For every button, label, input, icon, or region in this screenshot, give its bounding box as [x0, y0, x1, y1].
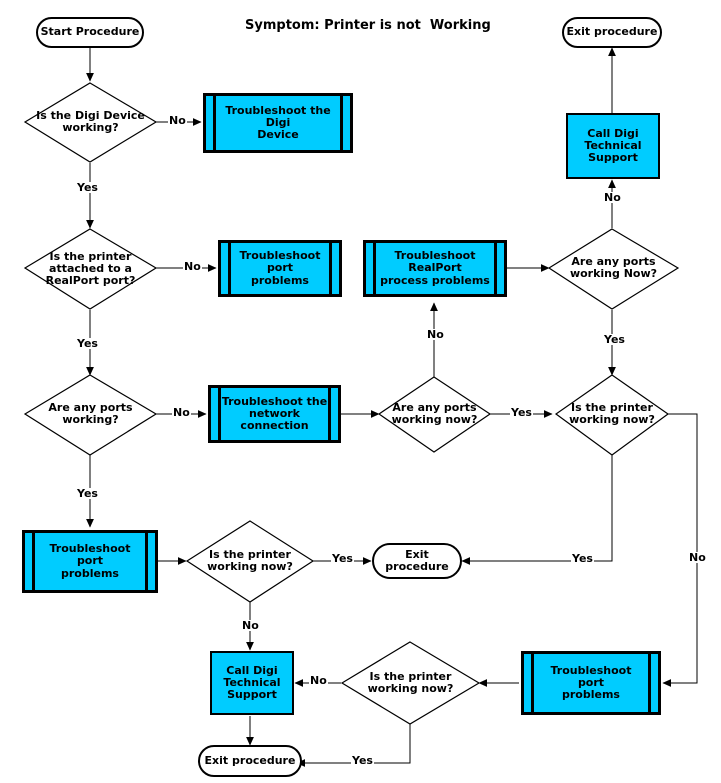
decision-printer-left-label: Is the printer working now? — [207, 547, 293, 573]
process-right-bar — [340, 96, 343, 150]
process-troubleshoot-digi-device-label: Troubleshoot the Digi Device — [225, 103, 331, 142]
process-left-bar — [373, 243, 376, 294]
edge-label-realport-no: No — [183, 260, 202, 273]
decision-ports-now-right[interactable]: Are any ports working Now? — [549, 246, 678, 290]
process-right-bar — [648, 654, 651, 712]
terminator-exit-middle-label: Exit procedure — [385, 547, 449, 573]
diamond-ports-now-mid — [377, 376, 492, 453]
decision-printer-bottom-label: Is the printer working now? — [367, 669, 454, 695]
decision-ports-now-right-label: Are any ports working Now? — [569, 254, 658, 280]
edge-label-ports-now-right-yes: Yes — [603, 333, 626, 346]
terminator-start[interactable]: Start Procedure — [36, 17, 144, 48]
process-right-bar — [145, 533, 148, 590]
process-troubleshoot-port-problems-left[interactable]: Troubleshoot port problems — [22, 530, 158, 593]
process-left-bar — [228, 243, 231, 294]
diamond-printer-right — [554, 374, 670, 456]
edge-label-ports-now-mid-no: No — [426, 328, 445, 341]
decision-printer-right[interactable]: Is the printer working now? — [556, 392, 668, 436]
decision-ports-working-label: Are any ports working? — [48, 400, 133, 426]
process-troubleshoot-digi-device[interactable]: Troubleshoot the Digi Device — [203, 93, 353, 153]
decision-printer-right-label: Is the printer working now? — [569, 400, 655, 426]
decision-ports-now-mid[interactable]: Are any ports working now? — [379, 392, 490, 436]
process-right-bar — [494, 243, 497, 294]
process-troubleshoot-port-problems-top-label: Troubleshoot port problems — [239, 249, 321, 287]
terminator-exit-bottom[interactable]: Exit procedure — [198, 745, 302, 777]
decision-digi-device-label: Is the Digi Device working? — [36, 108, 145, 134]
edge-label-realport-yes: Yes — [76, 337, 99, 350]
diamond-printer-left — [185, 520, 315, 603]
process-troubleshoot-realport-process-label: Troubleshoot RealPort process problems — [380, 249, 490, 287]
process-call-digi-support-top[interactable]: Call Digi Technical Support — [566, 113, 660, 179]
edge-printer-bottom-yes — [296, 724, 411, 767]
decision-ports-now-mid-label: Are any ports working now? — [391, 400, 478, 426]
process-right-bar — [328, 388, 331, 440]
process-troubleshoot-port-problems-bottom[interactable]: Troubleshoot port problems — [521, 651, 661, 715]
process-troubleshoot-port-problems-bottom-label: Troubleshoot port problems — [550, 663, 632, 702]
edge-printer-right-yes — [461, 455, 613, 565]
terminator-exit-middle[interactable]: Exit procedure — [372, 543, 462, 579]
decision-realport-label: Is the printer attached to a RealPort po… — [45, 249, 136, 288]
terminator-exit-bottom-label: Exit procedure — [204, 753, 296, 767]
diamond-ports-working — [23, 374, 158, 456]
process-troubleshoot-network-connection[interactable]: Troubleshoot the network connection — [208, 385, 341, 443]
process-call-digi-support-bottom-label: Call Digi Technical Support — [223, 663, 281, 702]
process-troubleshoot-port-problems-top[interactable]: Troubleshoot port problems — [218, 240, 342, 297]
decision-printer-bottom[interactable]: Is the printer working now? — [342, 661, 479, 705]
edge-label-ports-working-no: No — [172, 406, 191, 419]
process-troubleshoot-port-problems-left-label: Troubleshoot port problems — [49, 542, 131, 580]
decision-printer-left[interactable]: Is the printer working now? — [187, 539, 313, 583]
decision-realport[interactable]: Is the printer attached to a RealPort po… — [25, 243, 156, 295]
edge-label-printer-right-yes: Yes — [571, 552, 594, 565]
terminator-exit-top-right-label: Exit procedure — [566, 25, 658, 39]
process-left-bar — [32, 533, 35, 590]
terminator-start-label: Start Procedure — [40, 25, 140, 39]
process-left-bar — [218, 388, 221, 440]
diamond-printer-bottom — [340, 641, 481, 725]
page-title: Symptom: Printer is not Working — [245, 18, 491, 33]
edge-label-printer-left-yes: Yes — [331, 552, 354, 565]
edge-label-ports-now-mid-yes: Yes — [510, 406, 533, 419]
edge-label-printer-bottom-yes: Yes — [351, 754, 374, 767]
edge-label-digi-yes: Yes — [76, 181, 99, 194]
decision-shapes — [23, 82, 680, 725]
diamond-realport — [23, 228, 158, 310]
diamond-digi-device — [23, 82, 158, 163]
decision-ports-working[interactable]: Are any ports working? — [25, 392, 156, 436]
process-right-bar — [329, 243, 332, 294]
process-call-digi-support-top-label: Call Digi Technical Support — [584, 126, 642, 165]
process-troubleshoot-network-connection-label: Troubleshoot the network connection — [221, 394, 328, 433]
process-troubleshoot-realport-process[interactable]: Troubleshoot RealPort process problems — [363, 240, 507, 297]
edge-label-digi-no: No — [168, 114, 187, 127]
terminator-exit-top-right[interactable]: Exit procedure — [562, 17, 662, 48]
edge-label-printer-right-no: No — [688, 551, 707, 564]
decision-digi-device[interactable]: Is the Digi Device working? — [25, 100, 156, 144]
edge-label-printer-bottom-no: No — [309, 674, 328, 687]
process-left-bar — [213, 96, 216, 150]
edge-label-ports-now-right-no: No — [603, 191, 622, 204]
process-call-digi-support-bottom[interactable]: Call Digi Technical Support — [210, 651, 294, 715]
process-left-bar — [531, 654, 534, 712]
edge-printer-right-no — [662, 413, 698, 687]
edge-label-printer-left-no: No — [241, 619, 260, 632]
edge-label-ports-working-yes: Yes — [76, 487, 99, 500]
diamond-ports-now-right — [547, 228, 680, 310]
